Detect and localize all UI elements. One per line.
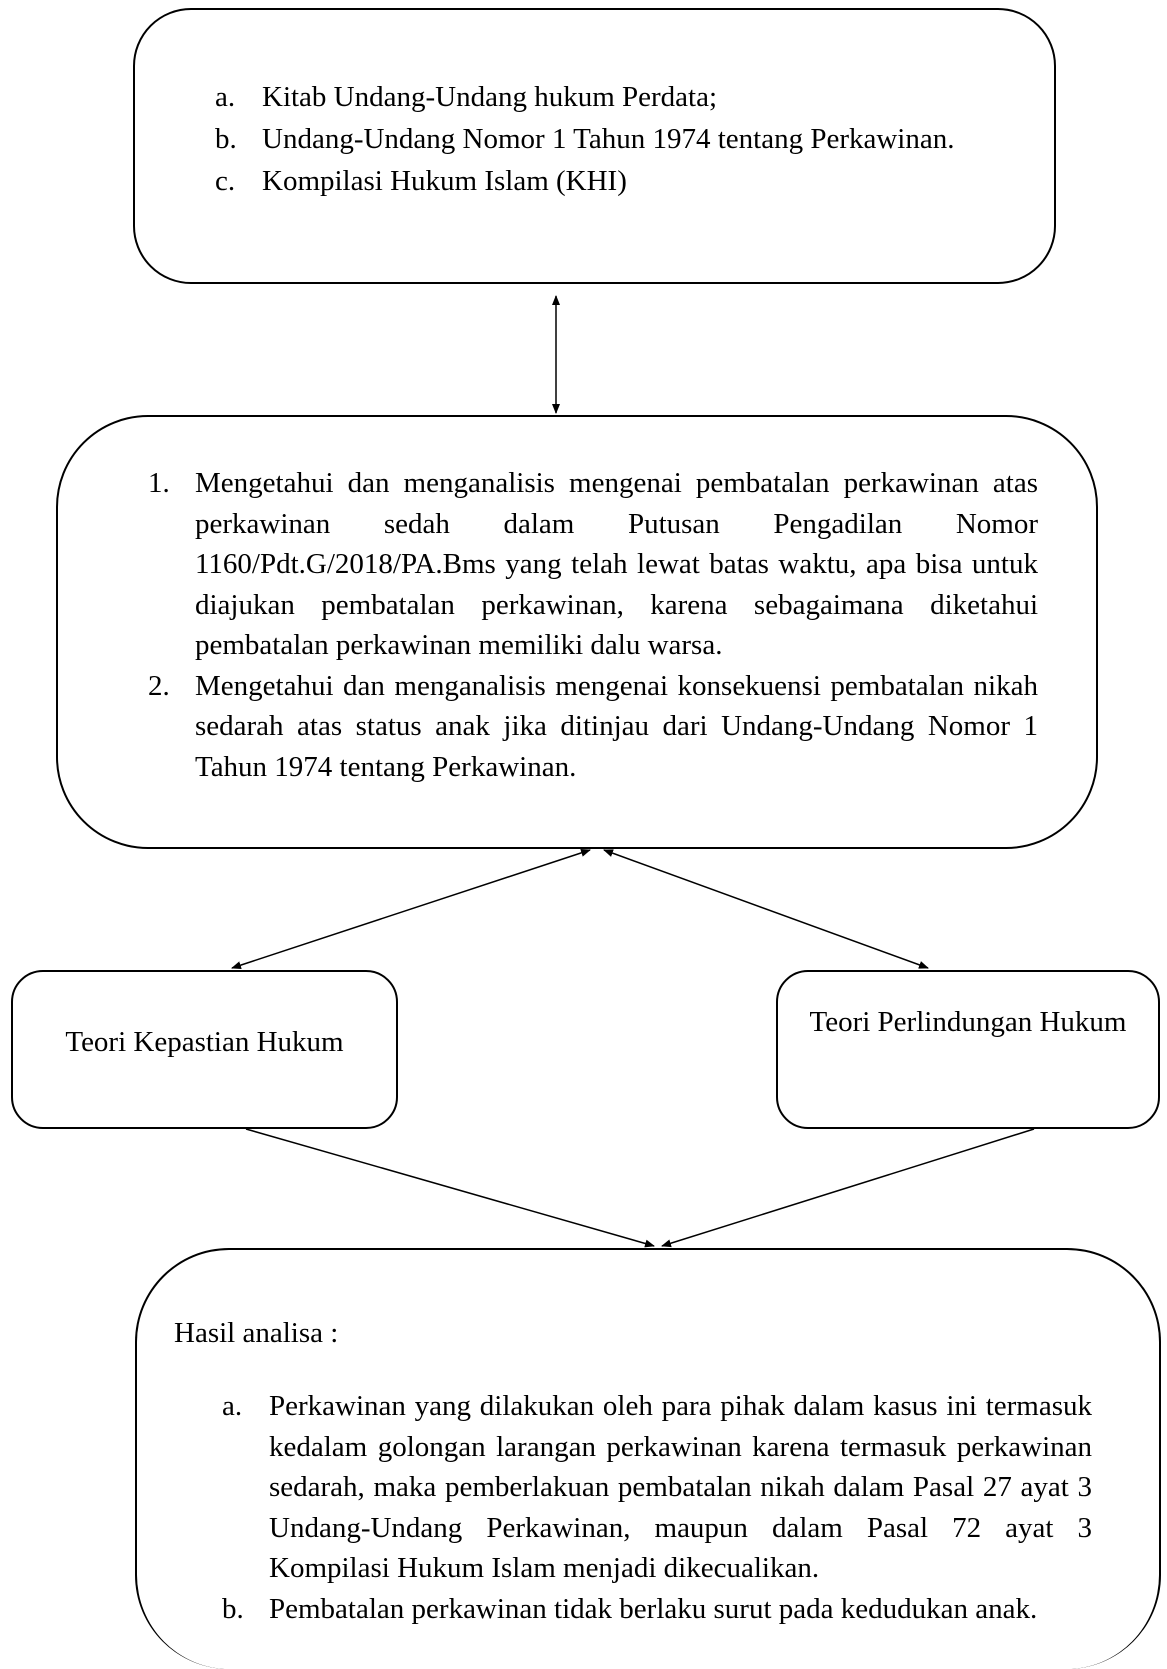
research-aims-list: 1. Mengetahui dan menganalisis mengenai … (148, 463, 1038, 787)
list-item-text: Perkawinan yang dilakukan oleh para piha… (269, 1390, 1092, 1584)
analysis-result-box: Hasil analisa : a. Perkawinan yang dilak… (135, 1248, 1161, 1669)
list-item-text: Kompilasi Hukum Islam (KHI) (262, 165, 627, 197)
arrow-theory-left-result (245, 1128, 655, 1248)
list-marker: 2. (148, 669, 170, 702)
arrow-aims-theory-right (603, 849, 929, 969)
list-item: 1. Mengetahui dan menganalisis mengenai … (148, 463, 1038, 666)
research-aims-box: 1. Mengetahui dan menganalisis mengenai … (56, 415, 1098, 849)
legal-sources-box: a. Kitab Undang-Undang hukum Perdata; b.… (133, 8, 1056, 284)
theory-legal-protection-box: Teori Perlindungan Hukum (776, 970, 1160, 1129)
list-marker: 1. (148, 467, 170, 499)
list-marker: a. (215, 81, 236, 113)
theory-label: Teori Kepastian Hukum (65, 1026, 344, 1058)
theory-label: Teori Perlindungan Hukum (809, 1006, 1127, 1038)
list-item: a. Perkawinan yang dilakukan oleh para p… (222, 1386, 1092, 1589)
list-item: b. Undang-Undang Nomor 1 Tahun 1974 tent… (215, 118, 1035, 160)
list-marker: b. (222, 1592, 244, 1625)
list-marker: a. (222, 1390, 243, 1422)
result-list: a. Perkawinan yang dilakukan oleh para p… (222, 1386, 1092, 1629)
list-marker: b. (215, 123, 237, 155)
legal-sources-list: a. Kitab Undang-Undang hukum Perdata; b.… (215, 76, 1035, 202)
list-item: a. Kitab Undang-Undang hukum Perdata; (215, 76, 1035, 118)
result-heading: Hasil analisa : (174, 1317, 339, 1349)
list-item-text: Kitab Undang-Undang hukum Perdata; (262, 81, 718, 113)
list-item: c. Kompilasi Hukum Islam (KHI) (215, 160, 1035, 202)
list-item: b. Pembatalan perkawinan tidak berlaku s… (222, 1589, 1092, 1630)
list-marker: c. (215, 165, 236, 197)
arrow-theory-right-result (661, 1128, 1035, 1248)
theory-legal-certainty-box: Teori Kepastian Hukum (11, 970, 398, 1129)
list-item-text: Pembatalan perkawinan tidak berlaku suru… (269, 1592, 1038, 1625)
arrow-aims-theory-left (231, 849, 591, 969)
list-item-text: Mengetahui dan menganalisis mengenai kon… (195, 669, 1038, 783)
list-item-text: Undang-Undang Nomor 1 Tahun 1974 tentang… (262, 123, 955, 155)
list-item-text: Mengetahui dan menganalisis mengenai pem… (195, 467, 1038, 661)
list-item: 2. Mengetahui dan menganalisis mengenai … (148, 666, 1038, 788)
